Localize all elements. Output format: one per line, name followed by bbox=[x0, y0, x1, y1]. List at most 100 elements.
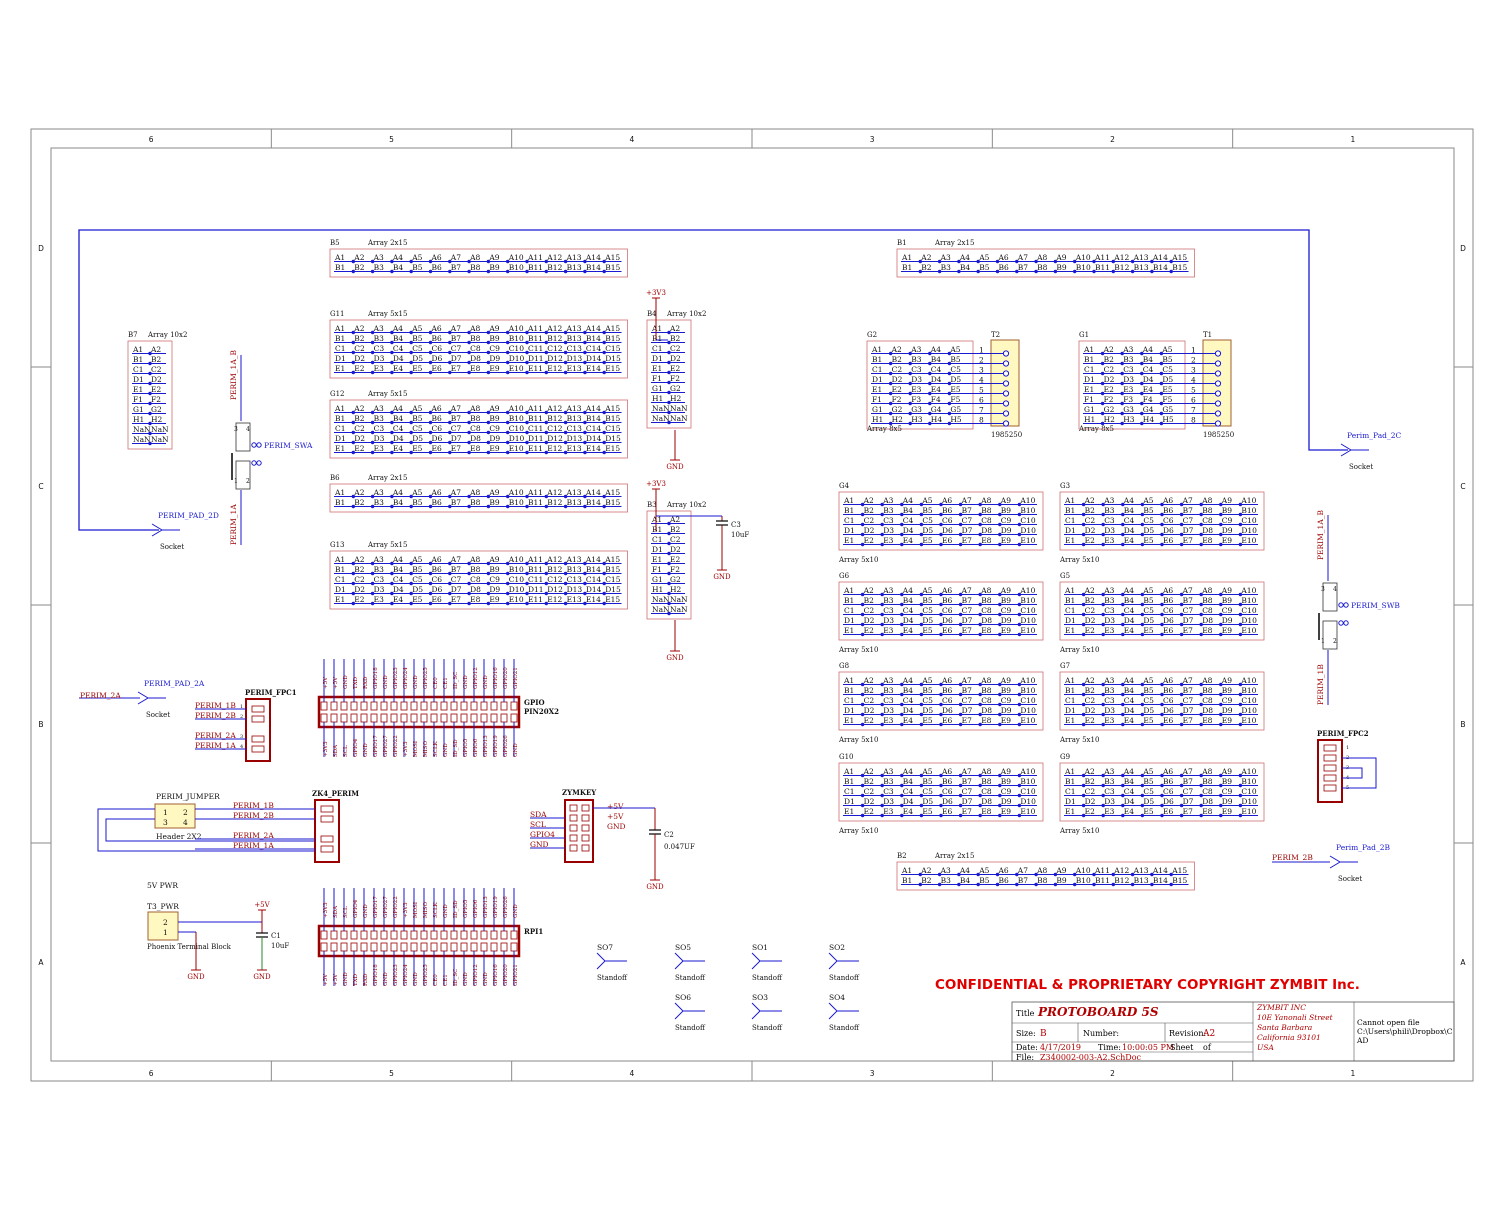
junction-dot bbox=[1034, 882, 1038, 887]
junction-dot bbox=[998, 712, 1002, 717]
array-outline bbox=[896, 861, 1195, 891]
pad-label: B3 bbox=[1104, 686, 1115, 695]
junction-dot bbox=[467, 591, 471, 596]
junction-dot bbox=[928, 381, 932, 386]
junction-dot bbox=[390, 330, 394, 335]
junction-dot bbox=[428, 430, 433, 435]
header-pin bbox=[450, 942, 458, 952]
header-bottom-net: GND bbox=[463, 972, 469, 986]
switch-label: PERIM_SWB bbox=[1351, 601, 1400, 610]
junction-dot bbox=[880, 512, 884, 517]
module-pad bbox=[581, 804, 590, 812]
junction-dot bbox=[1017, 813, 1022, 818]
junction-dot bbox=[1017, 803, 1022, 808]
junction-dot bbox=[958, 542, 963, 547]
pad-label: F2 bbox=[1104, 395, 1114, 404]
junction-dot bbox=[1140, 622, 1145, 627]
pad-label: B3 bbox=[374, 565, 385, 574]
junction-dot bbox=[351, 571, 355, 576]
header-pin bbox=[320, 942, 328, 952]
junction-dot bbox=[467, 420, 471, 425]
pad-label: C3 bbox=[911, 365, 922, 374]
junction-dot bbox=[390, 269, 394, 274]
ground-label: GND bbox=[646, 883, 664, 891]
junction-dot bbox=[1092, 872, 1096, 877]
header-top-net: GPIO27 bbox=[383, 896, 389, 918]
pad-label: B9 bbox=[489, 565, 500, 574]
junction-dot bbox=[937, 259, 942, 264]
pad-label: B15 bbox=[605, 565, 620, 574]
junction-dot bbox=[370, 571, 375, 576]
pad-label: B2 bbox=[670, 525, 681, 534]
junction-dot bbox=[958, 632, 963, 637]
terminal-pin bbox=[1214, 400, 1222, 407]
switch-contact bbox=[1338, 620, 1344, 626]
pad-label: C10 bbox=[1020, 606, 1036, 615]
junction-dot bbox=[1169, 269, 1173, 274]
junction-dot bbox=[1140, 813, 1145, 818]
pad-label: F3 bbox=[911, 395, 921, 404]
pad-label: B9 bbox=[1222, 506, 1233, 515]
junction-dot bbox=[1017, 793, 1022, 798]
pad-label: D5 bbox=[412, 434, 423, 443]
header-pin bbox=[360, 701, 368, 711]
header-bottom-net: TXD bbox=[353, 973, 359, 986]
junction-dot bbox=[900, 512, 904, 517]
pad-label: A8 bbox=[1036, 866, 1047, 875]
terminal-pin bbox=[1214, 390, 1222, 397]
standoff-designator: SO7 bbox=[597, 943, 613, 952]
pad-label: NaN bbox=[670, 404, 688, 413]
junction-dot bbox=[525, 450, 529, 455]
pad-label: D10 bbox=[1020, 706, 1036, 715]
junction-dot bbox=[1199, 692, 1203, 697]
header-pin bbox=[440, 930, 448, 940]
pad-label: A5 bbox=[921, 496, 932, 505]
array-comment: Array 5x10 bbox=[1059, 827, 1099, 835]
junction-dot bbox=[880, 783, 884, 788]
junction-dot bbox=[900, 722, 904, 727]
junction-dot bbox=[1081, 512, 1086, 517]
pad-label: D10 bbox=[509, 354, 525, 363]
pad-label: E2 bbox=[670, 364, 680, 373]
pad-label: C5 bbox=[1143, 696, 1154, 705]
junction-dot bbox=[939, 542, 943, 547]
junction-dot bbox=[370, 581, 375, 586]
pad-label: A2 bbox=[863, 676, 874, 685]
junction-dot bbox=[860, 502, 865, 507]
junction-dot bbox=[1073, 882, 1077, 887]
pad-label: B14 bbox=[1153, 876, 1168, 885]
pad-label: D13 bbox=[567, 354, 583, 363]
junction-dot bbox=[409, 591, 413, 596]
pad-label: E7 bbox=[962, 536, 972, 545]
array-outline bbox=[329, 399, 628, 459]
pad-label: E5 bbox=[1143, 626, 1153, 635]
junction-dot bbox=[428, 571, 433, 576]
header-pin bbox=[390, 930, 398, 940]
pad-label: E4 bbox=[1124, 716, 1134, 725]
pad-label: B2 bbox=[354, 263, 365, 272]
pad-label: A5 bbox=[411, 488, 422, 497]
junction-dot bbox=[998, 813, 1002, 818]
pad-label: A15 bbox=[1171, 253, 1187, 262]
header-pin bbox=[470, 942, 478, 952]
terminal-pin-number: 3 bbox=[1191, 366, 1196, 375]
junction-dot bbox=[939, 793, 943, 798]
junction-dot bbox=[880, 522, 884, 527]
junction-dot bbox=[486, 420, 491, 425]
junction-dot bbox=[1140, 632, 1145, 637]
pad-label: A7 bbox=[450, 555, 461, 564]
junction-dot bbox=[525, 420, 529, 425]
pad-label: A3 bbox=[940, 253, 951, 262]
junction-dot bbox=[1140, 371, 1144, 376]
pad-label: C12 bbox=[547, 424, 563, 433]
array-comment: Array 8x5 bbox=[866, 425, 902, 433]
junction-dot bbox=[667, 400, 671, 405]
standoff-label: Standoff bbox=[675, 974, 706, 982]
switch-contact bbox=[1343, 620, 1349, 626]
junction-dot bbox=[919, 602, 924, 607]
pad-label: B1 bbox=[844, 506, 854, 515]
header-designator: RPI1 bbox=[524, 927, 543, 936]
pad-label: E9 bbox=[489, 364, 499, 373]
pad-label: B4 bbox=[393, 334, 404, 343]
